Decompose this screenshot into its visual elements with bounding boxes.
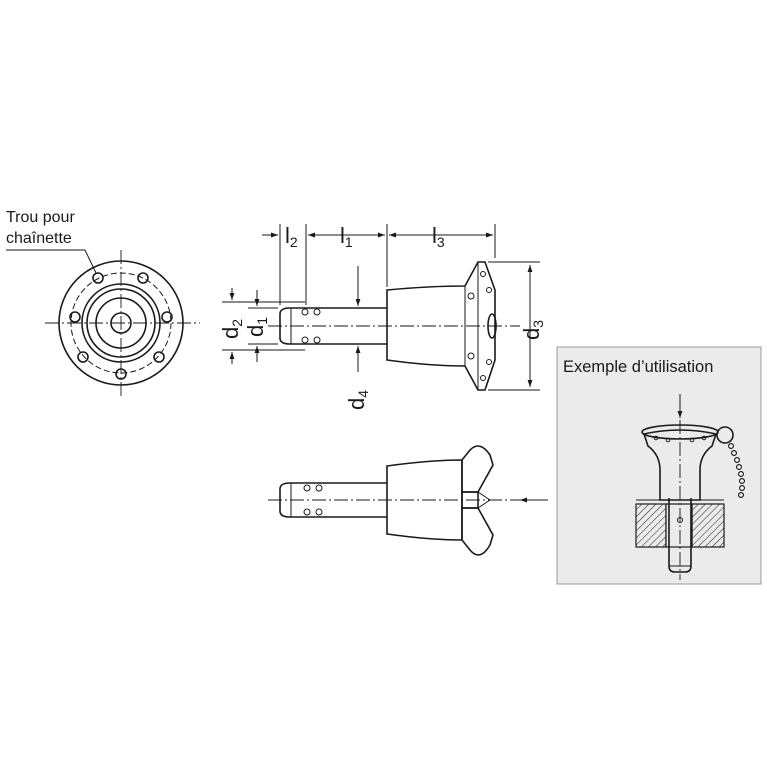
dim-l3: l3 — [432, 223, 445, 250]
chain — [727, 443, 745, 499]
usage-example-panel — [556, 346, 762, 585]
dim-d2: d2 — [218, 319, 245, 339]
front-view — [6, 249, 200, 398]
dim-l1: l1 — [340, 223, 353, 250]
callout-line1: Trou pour — [6, 209, 75, 226]
section-view — [268, 445, 548, 556]
chain-hole — [92, 272, 104, 284]
dim-d3: d3 — [519, 320, 546, 340]
side-view — [222, 224, 540, 391]
dim-d1: d1 — [243, 317, 270, 337]
usage-panel-title: Exemple d’utilisation — [563, 358, 713, 376]
dim-d4: d4 — [344, 390, 371, 410]
callout-line2: chaînette — [6, 230, 72, 247]
dim-l2: l2 — [285, 223, 298, 250]
